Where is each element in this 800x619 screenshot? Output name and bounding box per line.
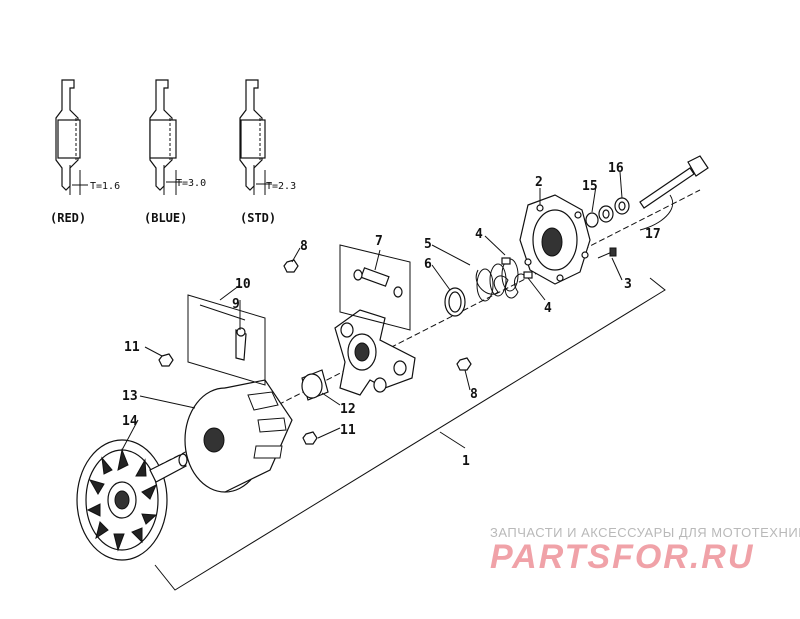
callout-14: 14 xyxy=(122,414,138,429)
weight-pin-10 xyxy=(199,304,246,321)
callout-7: 7 xyxy=(375,234,383,249)
callout-15: 15 xyxy=(582,179,598,194)
thickness-red-label: T=1.6 xyxy=(90,181,120,192)
nut-8-upper xyxy=(283,259,299,273)
nut-11-right xyxy=(302,431,318,445)
callout-9: 9 xyxy=(232,297,240,312)
callout-11-right: 11 xyxy=(340,423,356,438)
watermark-logo: PARTSFOR.RU xyxy=(490,538,754,576)
callout-8-upper: 8 xyxy=(300,239,308,254)
cover-2 xyxy=(519,194,591,285)
weight-9 xyxy=(235,327,247,361)
pin-4-upper xyxy=(501,257,511,265)
assembly-bracket xyxy=(154,277,666,591)
thickness-std-label: T=2.3 xyxy=(266,181,296,192)
weight-std-drawing xyxy=(239,79,272,195)
weight-blue-drawing xyxy=(149,79,182,195)
callout-8-lower: 8 xyxy=(470,387,478,402)
variant-std-caption: (STD) xyxy=(240,211,276,225)
watermark-tagline: ЗАПЧАСТИ И АКСЕССУАРЫ ДЛЯ МОТОТЕХНИКИ xyxy=(490,525,800,540)
leader-lines xyxy=(121,171,673,451)
callout-1: 1 xyxy=(462,454,470,469)
callout-16: 16 xyxy=(608,161,624,176)
callout-3: 3 xyxy=(624,277,632,292)
variant-blue-caption: (BLUE) xyxy=(144,211,187,225)
weight-kit-box xyxy=(187,294,266,386)
fixed-sheave xyxy=(184,379,293,493)
weight-red-drawing xyxy=(55,79,88,195)
bushing-12 xyxy=(301,369,329,401)
variant-red-caption: (RED) xyxy=(50,211,86,225)
bolt-17 xyxy=(639,155,709,209)
spring-5 xyxy=(475,258,527,302)
callout-13: 13 xyxy=(122,389,138,404)
fan-sheave xyxy=(76,439,188,561)
watermark: ЗАПЧАСТИ И АКСЕССУАРЫ ДЛЯ МОТОТЕХНИКИ PA… xyxy=(490,525,800,576)
roller-kit-box xyxy=(339,244,411,331)
callout-2: 2 xyxy=(535,175,543,190)
callout-6: 6 xyxy=(424,257,432,272)
pin-4-lower xyxy=(523,271,533,279)
callout-12: 12 xyxy=(340,402,356,417)
washer-15 xyxy=(585,212,599,228)
callouts: 1 2 3 4 4 5 6 7 8 8 9 10 11 11 12 13 14 … xyxy=(122,161,661,469)
nut-11-left xyxy=(158,353,174,367)
roller-kit xyxy=(353,267,403,298)
callout-11-left: 11 xyxy=(124,340,140,355)
callout-10: 10 xyxy=(235,277,251,292)
weight-variant-inset: T=1.6 (RED) T=3.0 (BLUE) T=2.3 (STD) xyxy=(50,79,296,225)
callout-5: 5 xyxy=(424,237,432,252)
spider-7 xyxy=(334,309,416,396)
nut-8-lower xyxy=(456,357,472,371)
callout-4-upper: 4 xyxy=(475,227,483,242)
callout-4-lower: 4 xyxy=(544,301,552,316)
callout-17: 17 xyxy=(645,227,661,242)
thickness-blue-label: T=3.0 xyxy=(176,178,206,189)
